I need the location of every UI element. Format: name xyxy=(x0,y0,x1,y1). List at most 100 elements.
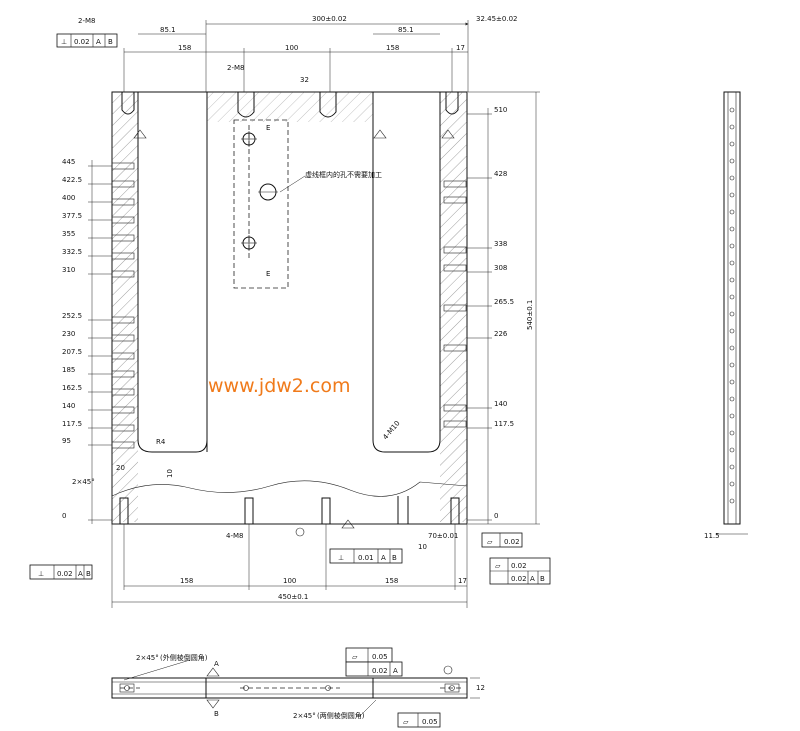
front-view: 虚线框内的孔不需要加工 E E 300±0.02 32.45±0.02 85.1… xyxy=(62,15,540,608)
side-view-hole xyxy=(729,430,735,436)
watermark: www.jdw2.com xyxy=(208,375,351,397)
side-view-hole xyxy=(729,498,735,504)
dim-m10: 4-M10 xyxy=(381,419,401,441)
side-hole xyxy=(443,246,467,254)
svg-text:⊥: ⊥ xyxy=(338,554,344,562)
dim-thread-count: 2-M8 xyxy=(227,64,244,72)
dim-seg-mid: 100 xyxy=(285,44,298,52)
svg-text:▱: ▱ xyxy=(495,562,501,570)
left-channel xyxy=(137,92,208,453)
side-hole xyxy=(443,344,467,352)
left-ruler-label: 445 xyxy=(62,158,75,166)
center-holes xyxy=(241,125,278,260)
svg-text:0.05: 0.05 xyxy=(422,718,438,726)
svg-text:A: A xyxy=(393,667,398,675)
svg-text:▱: ▱ xyxy=(403,718,409,726)
dashed-box xyxy=(233,119,289,289)
dim-bottom-seg-left: 158 xyxy=(180,577,193,585)
left-ruler-label: 310 xyxy=(62,266,75,274)
side-view-hole xyxy=(729,447,735,453)
right-ruler-label: 510 xyxy=(494,106,507,114)
left-ruler-label: 332.5 xyxy=(62,248,82,256)
bv-chamfer2-note: (两侧棱倒圆角) xyxy=(317,711,365,720)
left-ruler-label: 95 xyxy=(62,437,71,445)
svg-text:0.02: 0.02 xyxy=(511,562,527,570)
svg-text:B: B xyxy=(392,554,397,562)
dim-small-20: 20 xyxy=(116,464,125,472)
bottom-holes xyxy=(119,496,460,525)
dim-right-offset: 85.1 xyxy=(398,26,414,34)
svg-text:A: A xyxy=(381,554,386,562)
svg-text:⊥: ⊥ xyxy=(38,570,44,578)
bv-label-a: A xyxy=(214,660,219,668)
dim-r4: R4 xyxy=(156,438,166,446)
dim-seg-edge: 17 xyxy=(456,44,465,52)
dim-left-offset: 85.1 xyxy=(160,26,176,34)
left-ruler-label: 185 xyxy=(62,366,75,374)
side-view-hole xyxy=(729,413,735,419)
side-view-hole xyxy=(729,396,735,402)
fcf-bottom-b: 0.02 A xyxy=(345,661,403,677)
left-ruler-label: 230 xyxy=(62,330,75,338)
left-ruler-label: 207.5 xyxy=(62,348,82,356)
side-hole xyxy=(443,420,467,428)
svg-text:▱: ▱ xyxy=(352,653,358,661)
side-view-hole xyxy=(729,260,735,266)
side-view-hole xyxy=(729,192,735,198)
fcf-mid-left: ⊥ 0.02 A B xyxy=(29,564,93,580)
left-ruler-label: 252.5 xyxy=(62,312,82,320)
dim-right-edge: 32.45±0.02 xyxy=(476,15,518,23)
top-holes xyxy=(121,92,459,118)
side-width-label: 11.5 xyxy=(704,532,720,540)
side-hole xyxy=(443,404,467,412)
bottom-dimensions: 158 100 158 17 450±0.1 70±0.01 10 4-M8 xyxy=(111,524,468,608)
right-ruler-label: 308 xyxy=(494,264,507,272)
dim-bottom-10: 10 xyxy=(418,543,427,551)
bottom-view: 2×45° (外侧棱倒圆角) 2×45° (两侧棱倒圆角) A B 12 ▱ 0… xyxy=(111,647,485,728)
side-hole xyxy=(443,304,467,312)
dim-bottom-overall: 450±0.1 xyxy=(278,593,308,601)
left-ruler-label: 377.5 xyxy=(62,212,82,220)
left-ruler-label: 355 xyxy=(62,230,75,238)
dim-seg-left: 158 xyxy=(178,44,191,52)
top-dimensions: 300±0.02 32.45±0.02 85.1 85.1 2-M8 158 1… xyxy=(78,15,518,92)
dim-mark-32: 32 xyxy=(300,76,309,84)
side-view-hole xyxy=(729,124,735,130)
side-hole xyxy=(443,180,467,188)
fcf-right-flat2: ▱ 0.02 0.02 A B xyxy=(489,557,551,585)
dim-chamfer: 2×45° xyxy=(72,478,95,486)
bottom-base-hatch xyxy=(111,480,468,525)
svg-text:B: B xyxy=(108,38,113,46)
side-view-hole xyxy=(729,158,735,164)
fcf-bottom-a: ▱ 0.05 xyxy=(345,647,393,663)
side-view-hole xyxy=(729,141,735,147)
side-view-hole xyxy=(729,481,735,487)
svg-text:0.02: 0.02 xyxy=(504,538,520,546)
side-view-hole xyxy=(729,311,735,317)
dim-overall-width: 300±0.02 xyxy=(312,15,347,23)
dim-bottom-seg-right: 158 xyxy=(385,577,398,585)
dim-bottom-seg-mid: 100 xyxy=(283,577,296,585)
center-note: 虚线框内的孔不需要加工 xyxy=(305,170,382,179)
side-view-hole xyxy=(729,107,735,113)
left-ruler-label: 140 xyxy=(62,402,75,410)
marker-e-top: E xyxy=(266,124,270,132)
side-view-hole xyxy=(729,226,735,232)
svg-text:0.02: 0.02 xyxy=(511,575,527,583)
left-ruler-label: 0 xyxy=(62,512,66,520)
dim-bottom-m8: 4-M8 xyxy=(226,532,243,540)
fcf-top-left: ⊥ 0.02 A B xyxy=(56,33,118,48)
bv-label-b: B xyxy=(214,710,219,718)
right-ruler-label: 226 xyxy=(494,330,508,338)
datum-markers xyxy=(133,129,455,537)
dim-bottom-seg-edge: 17 xyxy=(458,577,467,585)
bv-dim-right: 12 xyxy=(476,684,485,692)
side-view-hole xyxy=(729,328,735,334)
left-ruler-label: 117.5 xyxy=(62,420,82,428)
bv-chamfer2: 2×45° xyxy=(293,712,316,720)
right-column-hatch xyxy=(440,92,467,522)
right-side-holes xyxy=(443,180,467,428)
svg-text:0.02: 0.02 xyxy=(57,570,73,578)
